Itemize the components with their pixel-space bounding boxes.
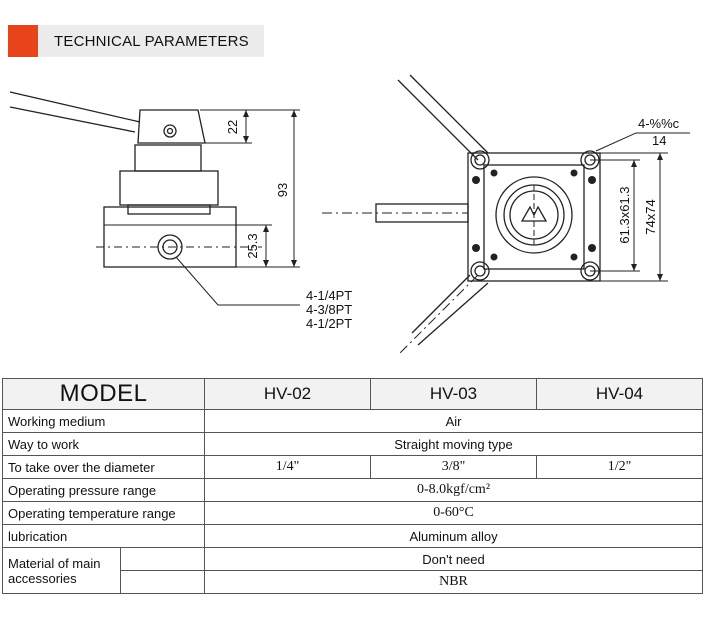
dim-port-label: 25.3 [245,233,260,258]
lubrication-value: Aluminum alloy [204,524,704,548]
valve-neck [134,144,202,172]
diameter-label: To take over the diameter [1,455,206,479]
valve-head [137,109,206,144]
temperature-label: Operating temperature range [1,501,206,525]
dial-arrow-icon [520,205,548,222]
table-header-row: MODEL HV-02 HV-03 HV-04 [1,378,704,410]
handle-lower-edge [9,106,136,133]
corner-hole [470,150,490,170]
hole-callout-label: 4-%%c [638,116,680,131]
pressure-value: 0-8.0kgf/cm² [204,478,704,502]
material-value-2: NBR [204,570,704,594]
dim-outer-label: 74x74 [643,199,658,234]
model-header: MODEL [1,378,206,410]
dim-overall-label: 93 [275,183,290,197]
working-medium-value: Air [204,409,704,433]
table-row: Operating temperature range 0-60°C [1,501,704,525]
material-blank-cell [119,570,206,594]
table-row: lubrication Aluminum alloy [1,524,704,548]
material-label: Material of main accessories [2,547,121,594]
parameters-table: MODEL HV-02 HV-03 HV-04 Working medium A… [1,378,704,594]
port-callout-1: 4-1/4PT [306,288,352,303]
way-to-work-label: Way to work [1,432,206,456]
technical-drawing: 22 93 25.3 4-1/4PT 4-3/8PT 4-1/2PT [9,74,690,356]
head-pin [163,124,177,138]
model-hv-02: HV-02 [204,378,372,410]
model-hv-04: HV-04 [536,378,704,410]
port-callout-2: 4-3/8PT [306,302,352,317]
valve-plate [467,152,601,282]
diameter-hv-03: 3/8" [370,455,538,479]
table-row: Way to work Straight moving type [1,432,704,456]
pressure-label: Operating pressure range [1,478,206,502]
lubrication-label: lubrication [1,524,206,548]
diameter-hv-04: 1/2" [536,455,704,479]
handle-upper-edge [9,91,141,123]
table-row: Operating pressure range 0-8.0kgf/cm² [1,478,704,502]
hole-callout-value: 14 [652,133,666,148]
table-row: NBR [3,570,704,594]
corner-hole [470,261,490,281]
valve-shoulder [119,170,219,206]
material-value-1: Don't need [204,547,704,571]
valve-body [103,206,237,268]
table-row: To take over the diameter 1/4" 3/8" 1/2" [1,455,704,479]
dim-inner-label: 61.3x61.3 [617,186,632,243]
model-hv-03: HV-03 [370,378,538,410]
temperature-value: 0-60°C [204,501,704,525]
header-accent-block [8,25,38,57]
section-header: TECHNICAL PARAMETERS [8,25,264,57]
port-callout-3: 4-1/2PT [306,316,352,331]
dim-top-label: 22 [225,120,240,134]
center-dial-outer [495,176,573,254]
way-to-work-value: Straight moving type [204,432,704,456]
side-view [9,91,300,306]
port-leader [175,256,300,306]
table-row: Working medium Air [1,409,704,433]
material-blank-cell [119,547,206,571]
working-medium-label: Working medium [1,409,206,433]
table-row: Material of main accessories Don't need [2,547,704,594]
front-view [322,74,690,356]
diameter-hv-02: 1/4" [204,455,372,479]
hole-leader [595,132,690,152]
section-title: TECHNICAL PARAMETERS [54,33,249,50]
